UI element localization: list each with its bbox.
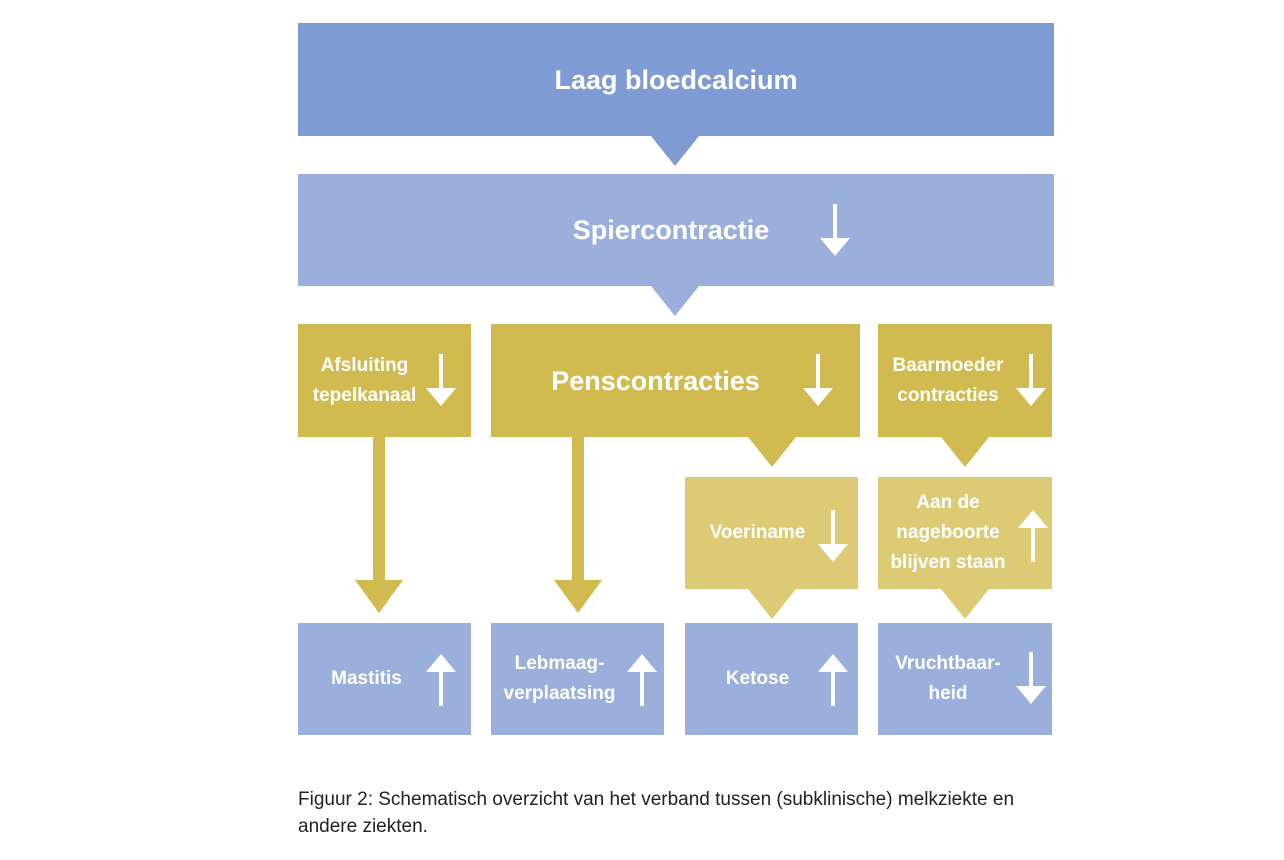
arrow-up-icon xyxy=(426,652,456,706)
label-lebmaagverplaatsing: Lebmaag- verplaatsing xyxy=(503,653,616,704)
box-penscontracties: Penscontracties xyxy=(491,324,860,437)
box-lebmaagverplaatsing: Lebmaag- verplaatsing xyxy=(491,623,664,735)
connector-notch xyxy=(941,589,989,619)
label-spiercontractie: Spiercontractie xyxy=(572,215,770,245)
arrow-down-icon xyxy=(803,354,833,408)
flow-arrow-pens-lebmaag xyxy=(554,437,602,613)
arrow-down-icon xyxy=(1016,652,1046,706)
label-penscontracties: Penscontracties xyxy=(551,365,760,396)
box-baarmoeder-contracties: Baarmoeder contracties xyxy=(878,324,1052,437)
label-laag-bloedcalcium: Laag bloedcalcium xyxy=(554,64,798,95)
arrow-down-icon xyxy=(818,510,848,564)
label-nageboorte: Aan de nageboorte blijven staan xyxy=(890,492,1006,573)
label-afsluiting-tepelkanaal: Afsluiting tepelkanaal xyxy=(312,354,417,406)
arrow-up-icon xyxy=(818,652,848,706)
box-spiercontractie: Spiercontractie xyxy=(298,174,1054,286)
box-ketose: Ketose xyxy=(685,623,858,735)
figure-caption: Figuur 2: Schematisch overzicht van het … xyxy=(298,789,1015,837)
connector-notch xyxy=(941,437,989,467)
label-ketose: Ketose xyxy=(725,668,790,689)
connector-notch xyxy=(651,286,699,316)
connector-notch xyxy=(748,589,796,619)
label-mastitis: Mastitis xyxy=(331,668,402,689)
box-vruchtbaarheid: Vruchtbaar- heid xyxy=(878,623,1052,735)
connector-notch xyxy=(748,437,796,467)
box-laag-bloedcalcium: Laag bloedcalcium xyxy=(298,23,1054,136)
arrow-down-icon xyxy=(1016,354,1046,408)
box-afsluiting-tepelkanaal: Afsluiting tepelkanaal xyxy=(298,324,471,437)
flow-arrow-afsluiting-mastitis xyxy=(355,437,403,613)
arrow-up-icon xyxy=(1018,508,1048,562)
box-nageboorte: Aan de nageboorte blijven staan xyxy=(878,477,1052,589)
label-vruchtbaarheid: Vruchtbaar- heid xyxy=(895,653,1001,704)
label-baarmoeder-contracties: Baarmoeder contracties xyxy=(892,354,1004,406)
arrow-up-icon xyxy=(627,652,657,706)
connector-notch xyxy=(651,136,699,166)
label-voeriname: Voeriname xyxy=(709,522,806,543)
arrow-down-icon xyxy=(820,204,850,258)
arrow-down-icon xyxy=(426,354,456,408)
box-voeriname: Voeriname xyxy=(685,477,858,589)
